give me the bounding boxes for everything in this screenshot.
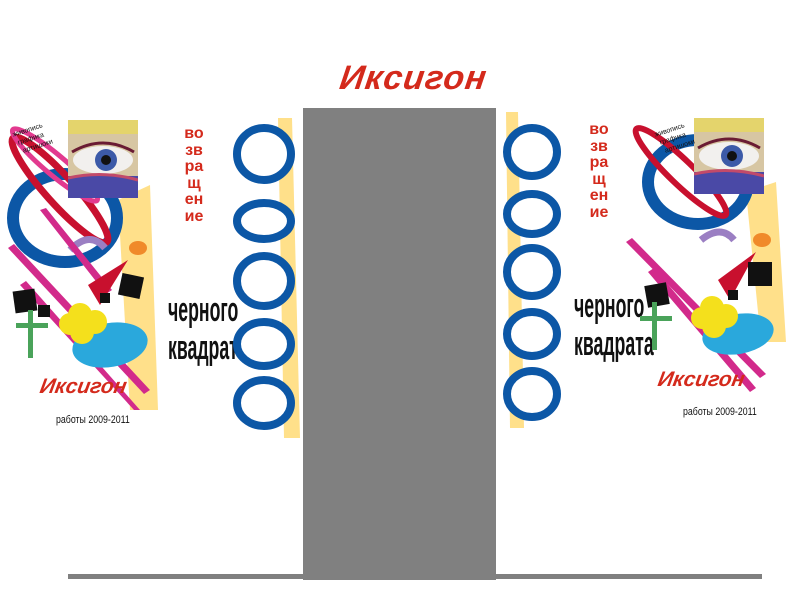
- floor-line-right: [496, 574, 762, 579]
- logo-text-left: Иксигон: [38, 375, 129, 398]
- left-panel: живопись графика артишоки Иксигон работы…: [0, 0, 303, 590]
- green-cross: [16, 310, 48, 358]
- black-square-1: [644, 282, 670, 308]
- magenta-bar-2: [648, 268, 756, 392]
- ring-4: [503, 308, 561, 360]
- subtitle-right: черного квадрата: [574, 287, 654, 363]
- eye-painting-right: [694, 118, 764, 194]
- ring-2: [503, 190, 561, 238]
- vertical-word-left: возвращение: [184, 125, 204, 225]
- vertical-word-right: возвращение: [589, 121, 609, 221]
- ring-5: [503, 367, 561, 421]
- red-leaf: [718, 252, 756, 300]
- ring-1: [233, 124, 295, 184]
- eye-painting-left: [68, 120, 138, 198]
- subtitle-line-1: черного: [168, 291, 239, 329]
- purple-arc: [698, 228, 737, 243]
- orange-dot: [753, 233, 771, 247]
- black-square-2: [117, 272, 145, 300]
- flower-shape: [691, 296, 738, 338]
- logo-text-right: Иксигон: [656, 368, 747, 391]
- center-block: [303, 108, 496, 580]
- ring-4: [233, 318, 295, 370]
- red-leaf: [88, 260, 128, 305]
- black-square-4: [38, 305, 50, 317]
- magenta-bar-3: [40, 208, 112, 294]
- subtitle-line-2: квадрата: [574, 325, 654, 363]
- green-cross: [640, 302, 672, 350]
- top-title: Иксигон: [337, 59, 490, 97]
- works-years-right: работы 2009-2011: [683, 406, 757, 418]
- flower-shape: [59, 303, 107, 344]
- red-ellipse: [632, 125, 730, 219]
- magenta-bar-1: [626, 238, 766, 378]
- ring-column-right: [503, 112, 561, 428]
- black-square-2: [748, 262, 772, 286]
- works-years-left: работы 2009-2011: [56, 414, 130, 426]
- orange-dot: [129, 241, 147, 255]
- subtitle-line-1: черного: [574, 287, 645, 325]
- black-square-3: [100, 293, 110, 303]
- ring-5: [233, 376, 295, 430]
- floor-line-left: [68, 574, 303, 579]
- pink-ellipse: [9, 126, 101, 204]
- black-square-1: [12, 288, 38, 314]
- ring-2: [233, 199, 295, 243]
- poster-artwork-left: [7, 126, 158, 410]
- ring-1: [503, 124, 561, 180]
- black-square-3: [728, 290, 738, 300]
- ring-3: [503, 244, 561, 300]
- right-panel: возвращение черного квадрата: [496, 0, 800, 590]
- ring-3: [233, 252, 295, 310]
- ring-column-left: [233, 118, 300, 438]
